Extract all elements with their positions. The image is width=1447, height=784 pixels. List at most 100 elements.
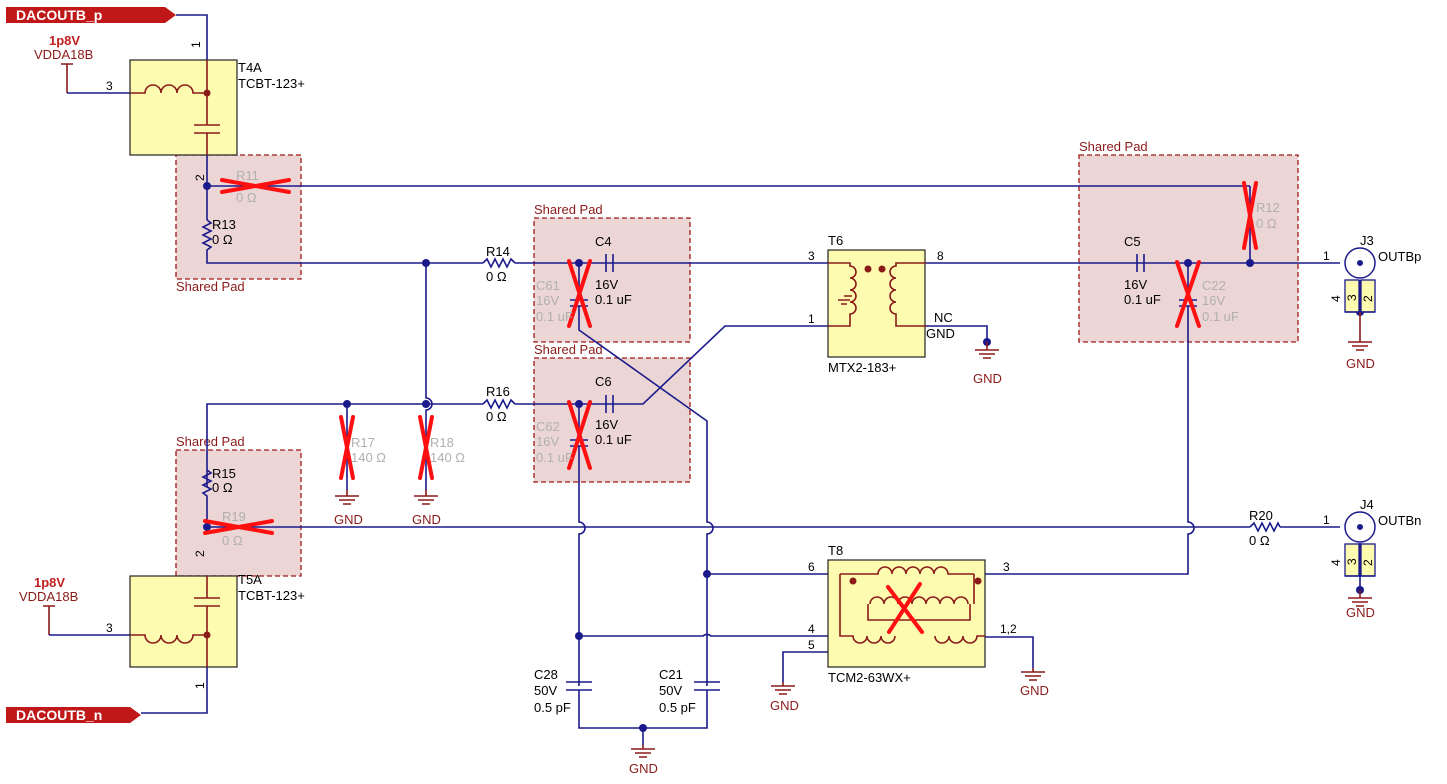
resistor-value: 0 Ω (1249, 533, 1270, 548)
shared-pad-label: Shared Pad (534, 202, 603, 217)
ref-designator: C21 (659, 667, 683, 682)
pin-number: 3 (106, 79, 113, 93)
svg-text:GND: GND (770, 698, 799, 713)
pin-number: 1 (193, 682, 207, 689)
ground-symbol: GND (412, 490, 441, 527)
resistor-value: 140 Ω (430, 450, 465, 465)
pin-number: 6 (808, 560, 815, 574)
ref-designator: T5A (238, 572, 262, 587)
ref-designator: T6 (828, 233, 843, 248)
pin-label-nc: NC (934, 310, 953, 325)
transformer-t6: T6 MTX2-183+ 3 1 8 NC GND (808, 233, 955, 375)
pin-number: 2 (1361, 295, 1375, 302)
ref-designator: R11 (236, 168, 259, 183)
svg-text:GND: GND (1346, 605, 1375, 620)
pin-number: 1 (1323, 513, 1330, 527)
capacitor-c4: C4 16V 0.1 uF (595, 234, 632, 307)
ref-designator: T8 (828, 543, 843, 558)
capacitor-c62-removed: C62 16V 0.1 uF (536, 400, 592, 470)
ground-symbol: GND (1346, 312, 1375, 371)
part-number: MTX2-183+ (828, 360, 896, 375)
shared-pad-label: Shared Pad (534, 342, 603, 357)
svg-text:GND: GND (1346, 356, 1375, 371)
capacitor-voltage: 16V (536, 434, 559, 449)
pin-number: 3 (1345, 558, 1359, 565)
svg-text:GND: GND (412, 512, 441, 527)
capacitor-c6: C6 16V 0.1 uF (595, 374, 632, 447)
ref-designator: R17 (351, 435, 375, 450)
ref-designator: C6 (595, 374, 612, 389)
port-dacoutb-p: DACOUTB_p (6, 7, 176, 23)
ref-designator: C61 (536, 278, 560, 293)
pin-number: 4 (808, 622, 815, 636)
pin-number: 2 (193, 550, 207, 557)
pin-label-gnd: GND (926, 326, 955, 341)
shared-pad-c6 (533, 357, 691, 483)
capacitor-value: 0.5 pF (659, 700, 696, 715)
capacitor-voltage: 16V (1202, 293, 1225, 308)
resistor-value: 0 Ω (486, 269, 507, 284)
pin-number: 2 (193, 174, 207, 181)
ref-designator: R15 (212, 466, 236, 481)
shared-pad-label: Shared Pad (176, 279, 245, 294)
resistor-r17-removed: R17 140 Ω (339, 415, 386, 480)
ref-designator: R18 (430, 435, 454, 450)
power-symbol-bottom: 1p8V VDDA18B (19, 575, 78, 635)
pin-number: 8 (937, 249, 944, 263)
capacitor-c61-removed: C61 16V 0.1 uF (536, 259, 592, 328)
capacitor-voltage: 16V (1124, 277, 1147, 292)
pin-number: 3 (808, 249, 815, 263)
ref-designator: R12 (1256, 200, 1280, 215)
ref-designator: R20 (1249, 508, 1273, 523)
junctions (203, 182, 1364, 732)
capacitor-c28: C28 50V 0.5 pF (534, 667, 592, 716)
capacitor-value: 0.1 uF (595, 432, 632, 447)
pin-number: 1,2 (1000, 622, 1017, 636)
pin-number: 4 (1329, 295, 1343, 302)
ground-symbol: GND (629, 745, 658, 776)
power-net-name: 1p8V (34, 575, 65, 590)
pin-number: 1 (808, 312, 815, 326)
ground-symbol: GND (973, 342, 1002, 386)
ref-designator: C5 (1124, 234, 1141, 249)
connector-net-name: OUTBn (1378, 513, 1421, 528)
ref-designator: J4 (1360, 497, 1374, 512)
svg-text:GND: GND (1020, 683, 1049, 698)
port-label: DACOUTB_p (16, 7, 102, 23)
transformer-t5a: T5A TCBT-123+ 2 3 1 (106, 550, 305, 689)
svg-text:GND: GND (629, 761, 658, 776)
ref-designator: R13 (212, 217, 236, 232)
capacitor-voltage: 16V (595, 277, 618, 292)
resistor-r19-removed: R19 0 Ω (203, 509, 274, 548)
shared-pad-regions: Shared Pad Shared Pad Shared Pad Shared … (175, 139, 1299, 577)
capacitor-value: 0.5 pF (534, 700, 571, 715)
resistor-value: 0 Ω (1256, 216, 1277, 231)
capacitor-value: 0.1 uF (536, 450, 573, 465)
resistor-r16: R16 0 Ω (482, 384, 516, 424)
capacitor-value: 0.1 uF (1202, 309, 1239, 324)
svg-text:GND: GND (334, 512, 363, 527)
part-number: TCM2-63WX+ (828, 670, 911, 685)
ground-symbol: GND (1020, 668, 1049, 698)
connector-j3: J3 OUTBp 1 2 3 4 (1323, 233, 1421, 313)
shared-pad-label: Shared Pad (1079, 139, 1148, 154)
capacitor-c22-removed: C22 16V 0.1 uF (1175, 260, 1239, 328)
part-number: TCBT-123+ (238, 588, 305, 603)
resistor-value: 0 Ω (212, 480, 233, 495)
pin-number: 1 (189, 41, 203, 48)
ref-designator: J3 (1360, 233, 1374, 248)
transformer-t8-removed: T8 TCM2-63WX+ 6 4 5 3 1,2 (808, 543, 1017, 685)
ground-symbol: GND (770, 682, 799, 713)
power-rail-name: VDDA18B (34, 47, 93, 62)
part-number: TCBT-123+ (238, 76, 305, 91)
pin-number: 5 (808, 638, 815, 652)
resistor-value: 0 Ω (222, 533, 243, 548)
pin-number: 3 (1345, 294, 1359, 301)
svg-text:GND: GND (973, 371, 1002, 386)
shared-pad-c4 (533, 217, 691, 343)
resistor-value: 140 Ω (351, 450, 386, 465)
capacitor-voltage: 16V (536, 293, 559, 308)
capacitor-voltage: 50V (534, 683, 557, 698)
resistor-r18-removed: R18 140 Ω (418, 415, 465, 480)
